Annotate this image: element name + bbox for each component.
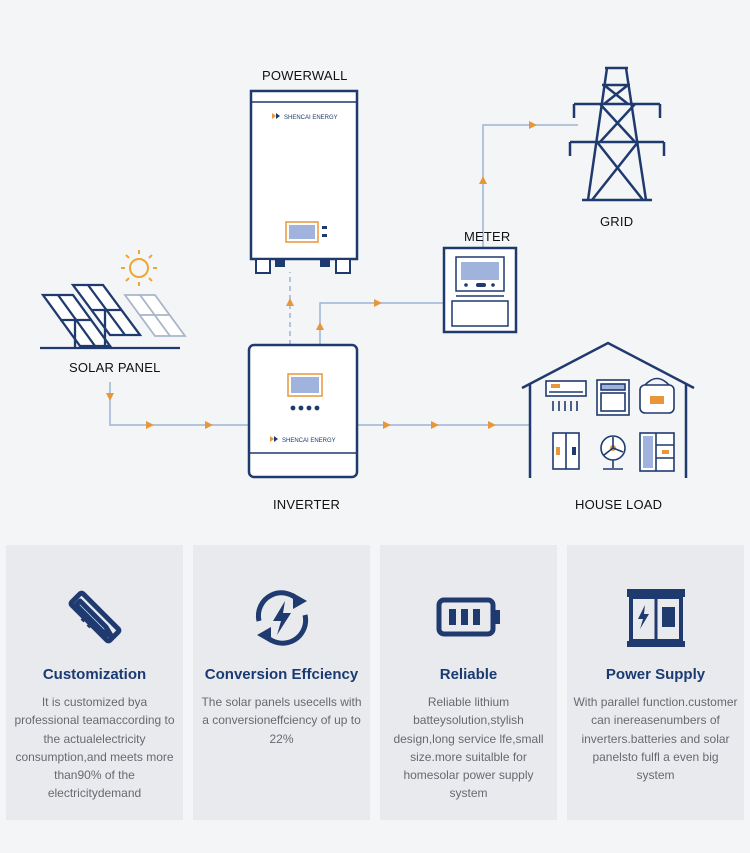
house-load-label: HOUSE LOAD — [575, 497, 663, 512]
powerwall-brand: SHENCAI ENERGY — [284, 115, 338, 121]
feature-title: Reliable — [439, 666, 498, 683]
feature-card-reliable: Reliable Reliable lithium batteysolution… — [380, 545, 557, 820]
feature-card-power-supply: Power Supply With parallel function.cust… — [567, 545, 744, 820]
inverter-brand: SHENCAI ENERGY — [282, 438, 336, 444]
inverter-label: INVERTER — [273, 497, 341, 512]
cabinet-icon — [639, 432, 675, 472]
sun-icon — [121, 250, 157, 286]
powerwall-unit: SHENCAI ENERGY — [249, 89, 359, 274]
ruler-pencil-icon — [68, 590, 121, 644]
inverter-unit: SHENCAI ENERGY — [247, 343, 359, 479]
microwave-icon — [596, 379, 630, 416]
power-cabinet-icon — [626, 589, 685, 647]
feature-description: It is customized bya professional teamac… — [14, 695, 175, 801]
meter-unit — [442, 246, 518, 334]
feature-title: Conversion Effciency — [204, 666, 359, 683]
meter-label: METER — [464, 229, 511, 244]
feature-title: Power Supply — [605, 666, 706, 683]
refrigerator-icon — [552, 432, 580, 470]
fan-icon — [600, 435, 626, 470]
rice-cooker-icon — [639, 377, 675, 414]
flow-arrows — [106, 121, 537, 429]
lightning-cycle-icon — [255, 590, 308, 646]
grid-tower-icon — [568, 66, 666, 202]
energy-system-diagram: SHENCAI ENERGY — [40, 66, 695, 479]
air-conditioner-icon — [545, 380, 587, 411]
house-load-building — [521, 341, 695, 478]
feature-card-customization: Customization It is customized bya profe… — [6, 545, 183, 820]
feature-description: With parallel function.customer can iner… — [573, 695, 738, 783]
grid-label: GRID — [600, 214, 634, 229]
solar-panel-label: SOLAR PANEL — [69, 360, 161, 375]
solar-panel-array — [40, 283, 187, 350]
feature-cards: Customization It is customized bya profe… — [0, 545, 750, 820]
powerwall-label: POWERWALL — [262, 68, 348, 83]
feature-description: Reliable lithium batteysolution,stylish … — [393, 695, 544, 801]
feature-description: The solar panels usecells with a convers… — [201, 695, 362, 746]
battery-icon — [436, 597, 500, 637]
feature-card-conversion: Conversion Effciency The solar panels us… — [193, 545, 370, 820]
feature-title: Customization — [42, 666, 147, 683]
